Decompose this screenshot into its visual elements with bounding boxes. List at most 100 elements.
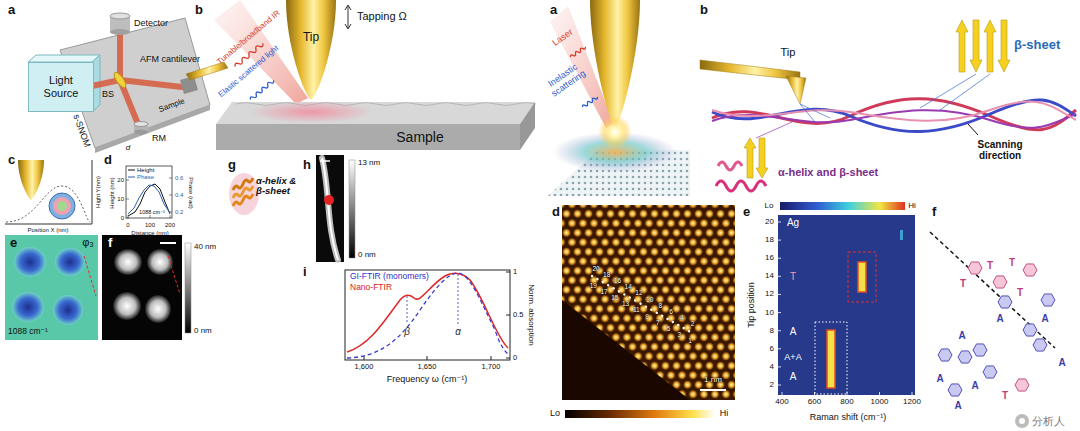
topography-map — [145, 295, 171, 323]
topography-map — [185, 243, 191, 333]
tick-label: 18 — [765, 236, 774, 245]
tick-label: 0.2 — [175, 209, 183, 216]
reference-mirror — [134, 122, 148, 135]
panel-letter: i — [303, 265, 307, 279]
molecule-map — [958, 351, 972, 363]
figure-label: Phase (rad) — [188, 177, 195, 208]
panel-letter: c — [8, 153, 15, 167]
panel-letter: h — [303, 158, 311, 172]
fibril-ribbons — [712, 100, 1076, 132]
panel-letter: f — [932, 205, 936, 219]
figure-label: A+A — [784, 353, 801, 363]
molecule-letter: A — [936, 373, 943, 384]
stm-image — [592, 276, 694, 334]
raman-wave — [582, 96, 598, 109]
tick-label: 1 — [513, 268, 517, 276]
panel-letter: g — [228, 158, 236, 172]
figure-label: α-helix & β-sheet — [256, 176, 306, 197]
scale-bar-label: 1 nm — [704, 376, 722, 385]
nano-ftir-chart — [345, 270, 510, 360]
molecule-map — [930, 232, 1055, 396]
molecule-map — [1023, 264, 1037, 276]
tip-position-number: 10 — [646, 296, 653, 303]
topography-map — [113, 292, 141, 320]
tick-label: 14 — [765, 272, 774, 281]
figure-label: 1088 cm⁻¹ — [8, 327, 48, 336]
figure-label: A — [790, 326, 797, 337]
figure-label: Distance (nm) — [131, 230, 168, 237]
molecule-map — [968, 262, 982, 274]
molecule-letter: A — [1058, 357, 1065, 368]
phase-map — [5, 235, 98, 340]
alpha-beta-sketch — [716, 181, 766, 191]
sample-slab — [249, 101, 373, 123]
fibril-ribbons — [712, 99, 1076, 132]
tapping-arrow — [345, 5, 351, 29]
ters-tip — [590, 0, 640, 149]
topography-map — [168, 256, 180, 294]
height-phase-chart — [128, 170, 135, 171]
cantilever-tip — [800, 104, 830, 122]
tick-label: 2 — [770, 381, 774, 390]
figure-label: Tip position — [747, 282, 757, 328]
fibril-afm-image — [320, 160, 330, 162]
nano-ftir-chart — [345, 270, 510, 360]
tip-position-number: 3 — [677, 331, 681, 338]
molecule-letter: T — [1009, 257, 1015, 268]
tick-label: 8 — [770, 326, 774, 335]
scan-pointer — [968, 124, 978, 135]
stm-image — [700, 389, 726, 391]
nano-ftir-chart — [407, 274, 458, 324]
molecule-letter: A — [996, 313, 1003, 324]
tip-position-number: 16 — [614, 278, 621, 285]
helix-sketch — [229, 173, 259, 215]
fibril-afm-image — [322, 158, 338, 260]
afm-tip — [286, 0, 336, 100]
figure-label: Norm. absorption — [527, 284, 536, 345]
figure-label: Hi — [720, 409, 729, 419]
light-source-box: Light Source — [28, 62, 94, 112]
molecule-letter: T — [1017, 287, 1023, 298]
tip-position-number: 9 — [645, 313, 649, 320]
figure-label: A — [790, 371, 797, 382]
optical-table — [95, 105, 210, 153]
molecule-letter: A — [954, 400, 961, 411]
beam-splitter — [112, 71, 128, 90]
panel-letter: a — [550, 3, 557, 17]
cantilever-tip — [700, 60, 800, 80]
phase-map — [14, 247, 46, 277]
tip-position-number: 1 — [688, 337, 692, 344]
panel-letter: d — [552, 205, 560, 219]
tick-label: 20 — [765, 218, 774, 227]
alpha-beta-sketch — [716, 122, 792, 191]
laser-wave — [570, 46, 586, 59]
tip-particle-sketch — [18, 160, 44, 200]
helix-sketch — [233, 186, 253, 198]
stm-image — [565, 410, 715, 418]
topography-map — [147, 249, 173, 275]
figure-label: s-SNOM — [70, 113, 91, 149]
figure-label: Detector — [134, 19, 168, 29]
detector-cylinder — [110, 13, 130, 35]
tip-position-number: 8 — [659, 302, 663, 309]
tick-label: 0.5 — [513, 311, 523, 319]
ters-tip — [590, 0, 640, 128]
tip-position-number: 5 — [667, 325, 671, 332]
figure-label: 40 nm — [194, 243, 216, 252]
watermark-icon — [1015, 414, 1029, 428]
figure-label: Raman shift (cm⁻¹) — [810, 413, 886, 423]
alpha-beta-sketch — [744, 138, 756, 178]
panel-letter: d — [104, 153, 112, 167]
detector-cylinder — [110, 29, 130, 35]
panel-letter: e — [10, 236, 17, 250]
figure-label: β — [404, 326, 410, 337]
nano-ftir-chart — [347, 273, 508, 358]
figure-label: Ag — [787, 217, 799, 228]
cantilever-tip — [786, 76, 806, 104]
tick-label: 20 — [117, 177, 124, 184]
legend-entry: Nano-FTIR — [350, 283, 392, 292]
figure-label: RM — [152, 134, 166, 144]
light-source-faces — [28, 55, 100, 112]
